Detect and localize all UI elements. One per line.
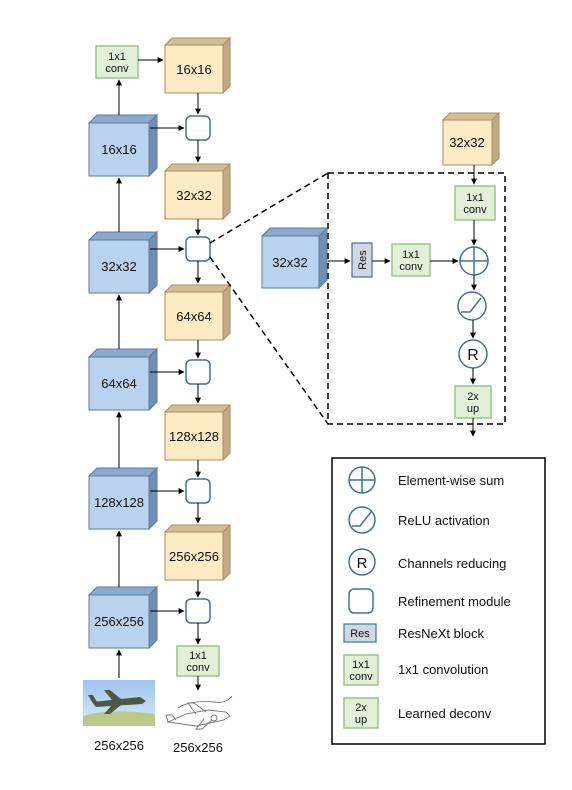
- relu-icon: [348, 506, 376, 534]
- refinement-module-1: [185, 115, 211, 141]
- detail-conv-top: 1x1 conv: [454, 185, 496, 221]
- detail-conv-mid-line2: conv: [399, 261, 423, 273]
- conv-box-top: 1x1 conv: [95, 45, 139, 79]
- encoder-block-32: 32x32: [87, 230, 159, 295]
- detail-up-line1: 2x: [467, 391, 479, 403]
- detail-input-block: 32x32: [260, 226, 329, 290]
- decoder-label-32: 32x32: [176, 188, 211, 203]
- encoder-label-256: 256x256: [94, 614, 144, 629]
- encoder-block-256: 256x256: [87, 585, 159, 650]
- detail-input-label: 32x32: [272, 255, 307, 270]
- refinement-module-5: [185, 598, 211, 624]
- decoder-block-32: 32x32: [163, 162, 232, 221]
- detail-conv-mid-line1: 1x1: [402, 249, 420, 261]
- encoder-block-64: 64x64: [87, 347, 159, 412]
- zoom-line-bottom: [209, 256, 329, 425]
- decoder-block-64: 64x64: [163, 283, 232, 342]
- encoder-label-16: 16x16: [101, 142, 136, 157]
- encoder-block-128: 128x128: [87, 466, 159, 531]
- conv-bottom-line2: conv: [186, 662, 210, 674]
- zoom-line-top: [209, 172, 329, 244]
- refinement-icon: [348, 588, 374, 614]
- detail-res-block: Res: [351, 242, 373, 278]
- legend-label-channels: Channels reducing: [398, 556, 506, 571]
- legend-r-symbol: R: [357, 555, 368, 572]
- encoder-block-16: 16x16: [87, 113, 159, 178]
- conv-bottom-line1: 1x1: [189, 650, 207, 662]
- legend-conv-line2: conv: [349, 671, 373, 683]
- refinement-module-3: [185, 359, 211, 385]
- decoder-label-16: 16x16: [176, 62, 211, 77]
- up-icon: 2x up: [343, 697, 379, 729]
- detail-r-label: R: [467, 347, 479, 364]
- legend-item-refinement: Refinement module: [348, 588, 511, 614]
- sum-icon: [348, 466, 376, 494]
- decoder-block-256: 256x256: [163, 523, 232, 582]
- detail-up-line2: up: [467, 403, 479, 415]
- legend-label-conv: 1x1 convolution: [398, 662, 488, 677]
- encoder-label-32: 32x32: [101, 259, 136, 274]
- decoder-label-64: 64x64: [176, 309, 211, 324]
- encoder-label-128: 128x128: [94, 495, 144, 510]
- conv-box-bottom: 1x1 conv: [176, 645, 220, 677]
- conv-top-line1: 1x1: [108, 51, 126, 63]
- decoder-label-256: 256x256: [169, 549, 219, 564]
- input-image: [83, 680, 155, 726]
- decoder-label-128: 128x128: [169, 429, 219, 444]
- detail-relu-icon: [457, 291, 487, 321]
- legend-conv-line1: 1x1: [352, 659, 370, 671]
- decoder-block-16: 16x16: [163, 36, 232, 95]
- legend-label-refinement: Refinement module: [398, 594, 511, 609]
- conv-top-line2: conv: [105, 63, 129, 75]
- refinement-module-4: [185, 478, 211, 504]
- detail-top-label: 32x32: [449, 135, 484, 150]
- res-icon: Res: [343, 623, 377, 643]
- legend-label-up: Learned deconv: [398, 706, 492, 721]
- legend-item-sum: Element-wise sum: [348, 466, 504, 494]
- legend-item-res: Res ResNeXt block: [343, 623, 484, 643]
- legend-item-up: 2x up Learned deconv: [343, 697, 492, 729]
- detail-conv-mid: 1x1 conv: [391, 243, 431, 277]
- legend-item-conv: 1x1 conv 1x1 convolution: [343, 654, 488, 686]
- conv-icon: 1x1 conv: [343, 654, 379, 686]
- detail-conv-top-line2: conv: [463, 204, 487, 216]
- main-arrows: [116, 57, 201, 691]
- output-caption: 256x256: [173, 740, 223, 755]
- legend-up-line2: up: [355, 714, 367, 726]
- detail-arrows: [328, 165, 477, 437]
- r-circle-icon: R: [348, 548, 376, 576]
- encoder-label-64: 64x64: [101, 376, 136, 391]
- legend-label-sum: Element-wise sum: [398, 473, 504, 488]
- legend-res-symbol: Res: [350, 628, 370, 640]
- detail-frame: [327, 172, 506, 425]
- output-sketch-image: [164, 693, 234, 731]
- legend-label-res: ResNeXt block: [398, 626, 484, 641]
- detail-r-circle-icon: R: [458, 339, 488, 369]
- detail-sum-icon: [459, 246, 489, 276]
- input-caption: 256x256: [94, 738, 144, 753]
- detail-top-block: 32x32: [441, 111, 501, 167]
- detail-up-box: 2x up: [454, 385, 492, 419]
- detail-res-label: Res: [357, 250, 369, 270]
- refinement-module-2: [185, 236, 211, 262]
- legend-item-channels: R Channels reducing: [348, 548, 506, 576]
- decoder-block-128: 128x128: [163, 403, 232, 462]
- legend-up-line1: 2x: [355, 702, 367, 714]
- detail-conv-top-line1: 1x1: [466, 192, 484, 204]
- legend-label-relu: ReLU activation: [398, 513, 490, 528]
- legend-item-relu: ReLU activation: [348, 506, 490, 534]
